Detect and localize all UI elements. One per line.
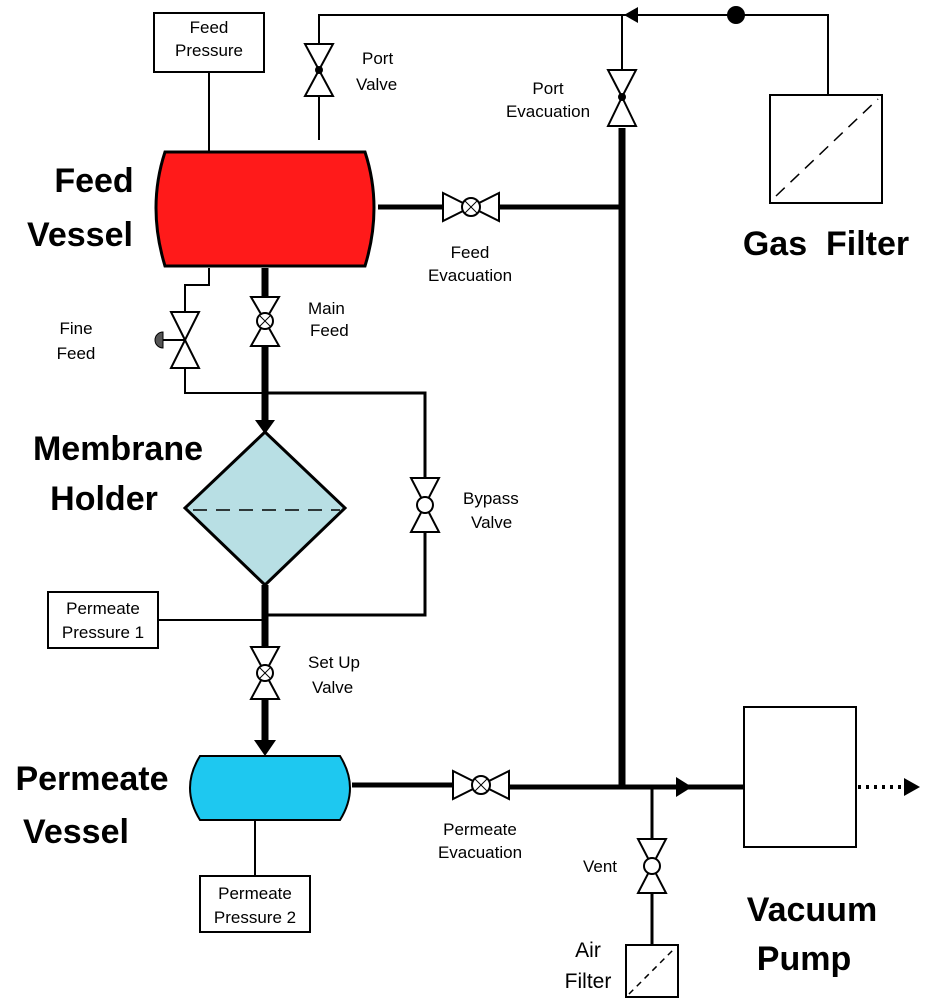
permeate-vessel-title-1: Permeate [15,760,168,798]
top-line-check-arrow [624,7,638,23]
main-feed-label-2: Feed [310,321,349,340]
gas-filter-diagonal [775,98,879,197]
port-valve-label-2: Valve [356,75,397,94]
pipework [158,14,920,945]
permeate-pressure-2-box [199,875,311,933]
permeate-pressure-1-box [47,591,159,649]
permeate-evacuation-label-1: Permeate [443,820,517,839]
permeate-pressure-1-label-2: Pressure 1 [62,623,144,642]
port-evacuation-valve[interactable] [606,69,638,127]
vacuum-pump-box [743,706,857,848]
permeate-pressure-1-label-1: Permeate [66,599,140,618]
feed-pressure-label-1: Feed [190,18,229,37]
permeate-pressure-2-label-1: Permeate [218,884,292,903]
feed-vessel-shape [154,150,376,268]
fine-feed-valve[interactable] [154,311,201,369]
top-line-junction-dot [727,6,745,24]
membrane-holder-title-2: Holder [50,480,158,518]
permeate-flow-arrow [254,740,276,756]
air-filter-label-2: Filter [565,970,612,993]
feed-vessel-title-2: Vessel [27,216,133,254]
fine-feed-label-1: Fine [59,319,92,338]
feed-evacuation-valve[interactable] [442,191,500,223]
feed-pressure-label-2: Pressure [175,41,243,60]
membrane-holder-shape [182,429,348,588]
set-up-valve[interactable] [249,646,281,700]
exhaust-arrow [904,778,920,796]
fine-feed-line-bottom [184,368,265,394]
main-feed-label-1: Main [308,299,345,318]
feed-flow-arrow [255,420,275,434]
permeate-vessel-shape [189,755,351,821]
feed-vessel-title-1: Feed [54,162,133,200]
set-up-valve-label-1: Set Up [308,653,360,672]
bypass-valve[interactable] [409,477,441,533]
port-valve[interactable] [303,43,335,97]
port-valve-label-1: Port [362,49,393,68]
bypass-valve-label-1: Bypass [463,489,519,508]
feed-evacuation-label-2: Evacuation [428,266,512,285]
vacuum-pump-title-2: Pump [757,940,851,978]
bypass-line-bottom [265,533,427,617]
permeate-vessel-title-2: Vessel [23,813,129,851]
vacuum-flow-arrow [676,777,692,797]
main-feed-valve[interactable] [249,296,281,347]
permeate-pressure-2-label-2: Pressure 2 [214,908,296,927]
permeate-evacuation-label-2: Evacuation [438,843,522,862]
bypass-line-top [265,391,427,477]
permeate-evacuation-valve[interactable] [452,769,510,801]
fine-feed-line-top [184,268,210,312]
feed-evacuation-label-1: Feed [451,243,490,262]
vent-valve[interactable] [636,838,668,894]
set-up-valve-label-2: Valve [312,678,353,697]
membrane-holder-title-1: Membrane [33,430,203,468]
vacuum-pump-title-1: Vacuum [747,891,877,929]
vent-label: Vent [583,857,617,876]
gas-filter-title: Gas Filter [743,225,909,263]
feed-pressure-box [153,12,265,73]
air-filter-label-1: Air [575,939,601,962]
fine-feed-label-2: Feed [57,344,96,363]
port-evacuation-label-2: Evacuation [506,102,590,121]
bypass-valve-label-2: Valve [471,513,512,532]
port-evacuation-label-1: Port [532,79,563,98]
